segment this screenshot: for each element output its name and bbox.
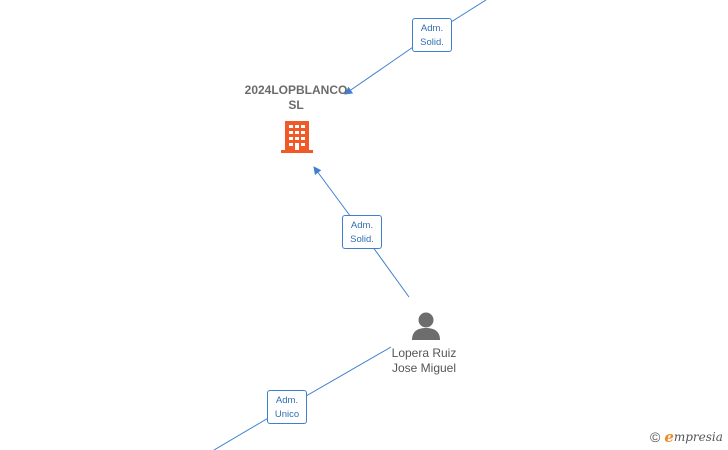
person-name-line2: Jose Miguel [391, 361, 457, 375]
edge-label-line2: Solid. [420, 37, 444, 48]
person-name-line1: Lopera Ruiz [391, 346, 457, 360]
edge-label-line1: Adm. [350, 220, 374, 231]
person-name[interactable]: Lopera Ruiz Jose Miguel [371, 346, 477, 376]
building-icon[interactable] [281, 119, 313, 154]
company-name-line1: 2024LOPBLANCO [244, 83, 348, 97]
edge-label-line1: Adm. [275, 395, 299, 406]
edge-label-line1: Adm. [420, 23, 444, 34]
edge-label-bottom: Adm. Unico [267, 390, 307, 424]
person-icon[interactable] [410, 311, 442, 341]
company-name[interactable]: 2024LOPBLANCO SL [236, 83, 356, 113]
copyright-icon: © [650, 429, 661, 445]
brand-rest: mpresia [673, 430, 723, 444]
empresia-logo: © e mpresia [650, 428, 723, 446]
brand-initial: e [664, 428, 674, 446]
edge-label-line2: Unico [274, 409, 300, 420]
company-name-line2: SL [288, 98, 304, 112]
edge-label-line2: Solid. [350, 234, 374, 245]
edge-label-middle: Adm. Solid. [342, 215, 382, 249]
edge-label-top: Adm. Solid. [412, 18, 452, 52]
